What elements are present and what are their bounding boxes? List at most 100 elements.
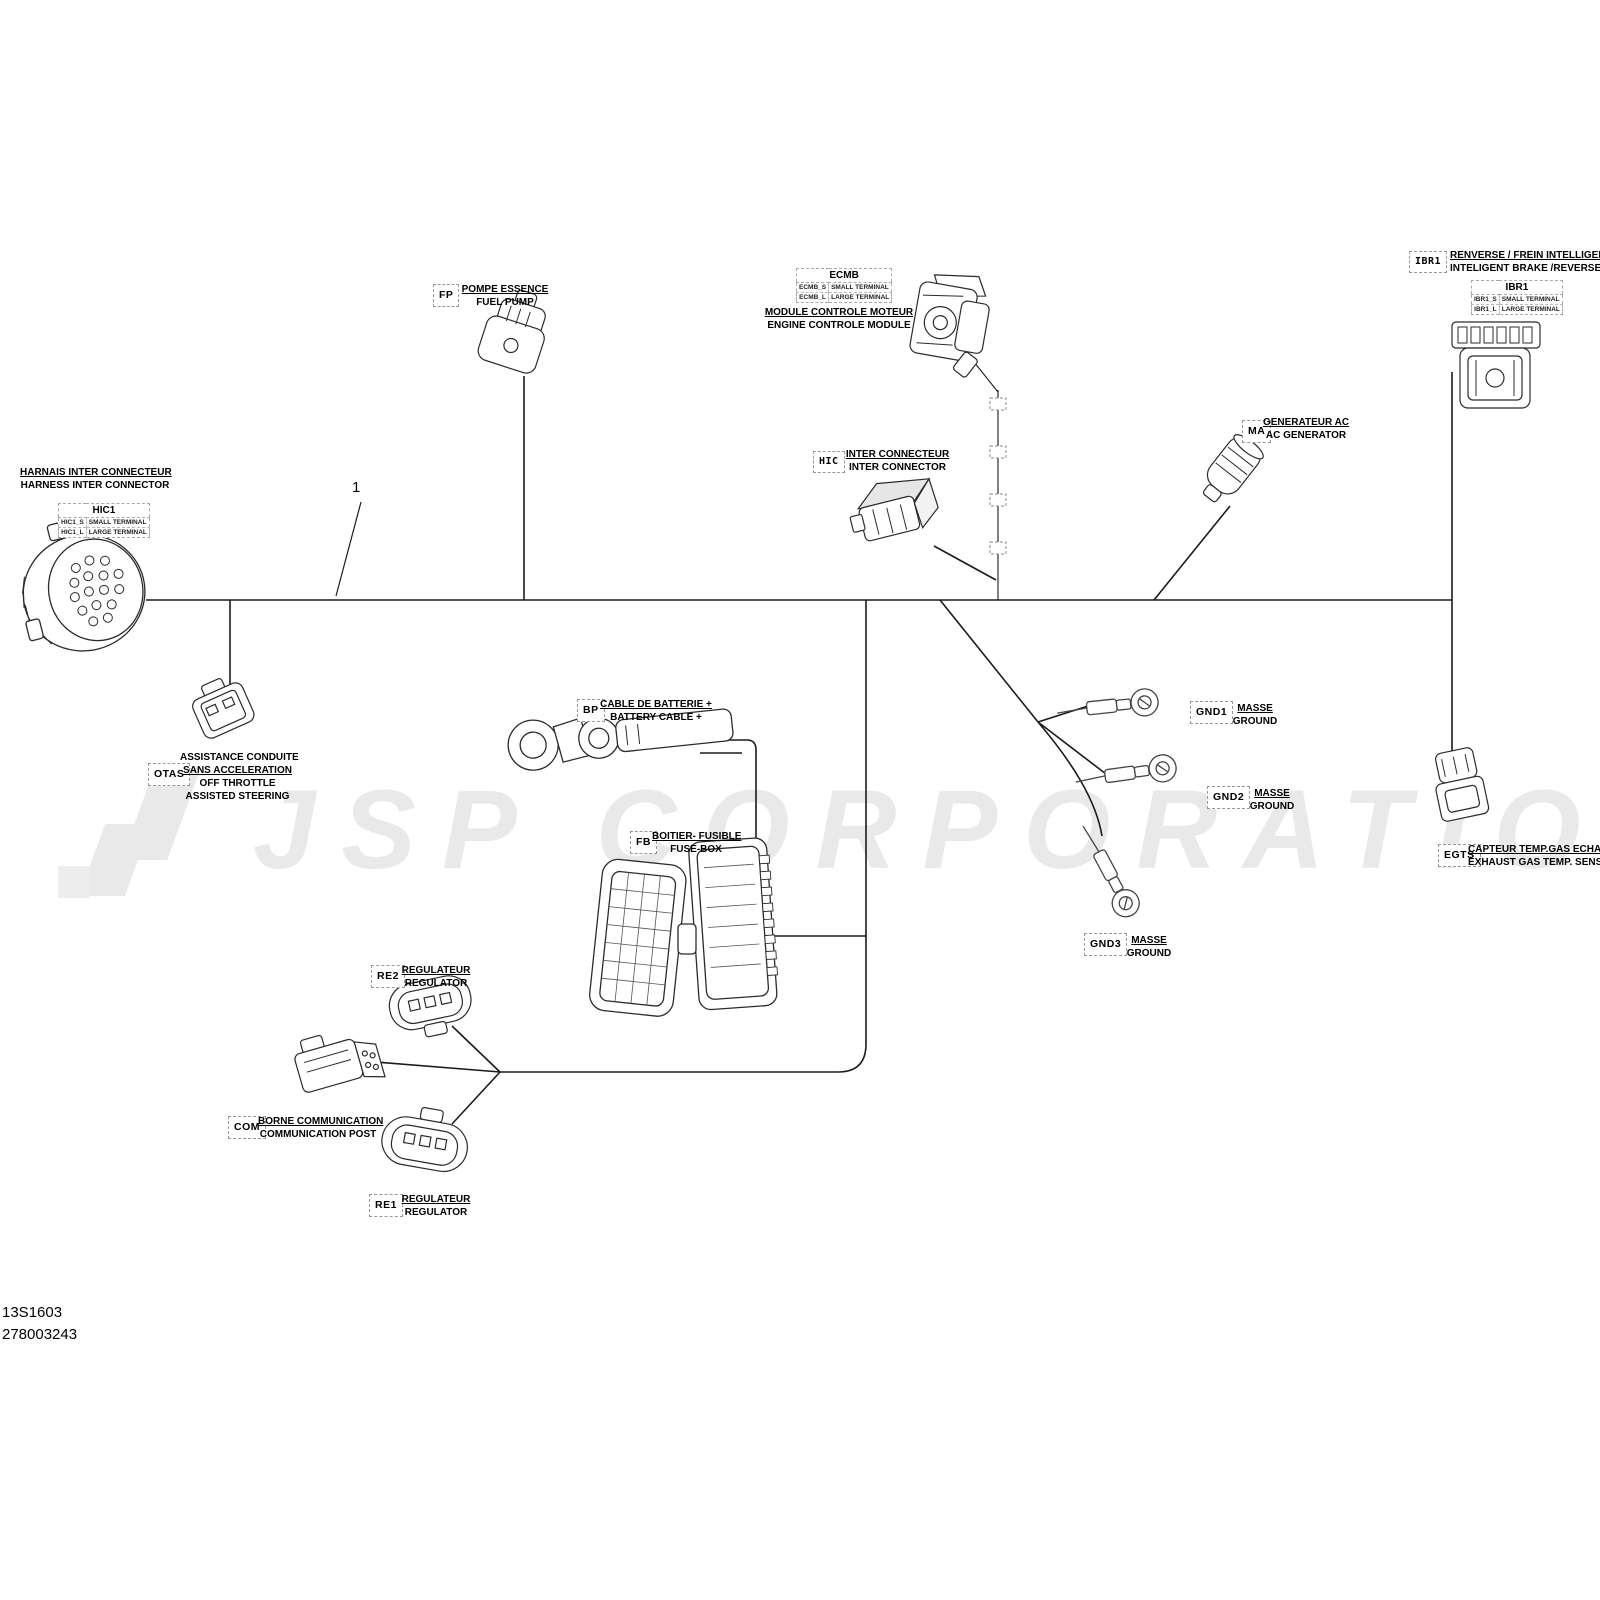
- table-ecmb-cell: LARGE TERMINAL: [828, 292, 892, 303]
- regulator-re2-connector-drawing: [388, 975, 472, 1038]
- regulator-re1-connector-drawing: [381, 1107, 468, 1173]
- label-regulator-re1-en: REGULATOR: [404, 1207, 468, 1218]
- table-ibr1-cell: IBR1_S: [1471, 294, 1500, 305]
- document-numbers: 13S1603 278003243: [2, 1302, 77, 1346]
- label-ground-2: MASSE GROUND: [1247, 787, 1297, 813]
- code-box-com: COM: [228, 1116, 266, 1139]
- label-fuel-pump-en: FUEL PUMP: [476, 297, 534, 308]
- code-box-fb: FB: [630, 831, 657, 854]
- label-fuse-box-fr: BOITIER- FUSIBLE: [652, 831, 742, 842]
- code-box-egts: EGTS: [1438, 844, 1481, 867]
- code-box-gnd2: GND2: [1207, 786, 1251, 809]
- label-engine-control-module-en: ENGINE CONTROLE MODULE: [767, 320, 911, 331]
- fuel-pump-connector-drawing: [477, 289, 546, 374]
- harness-wires: [146, 372, 1453, 1125]
- table-ecmb-cell: SMALL TERMINAL: [828, 282, 892, 293]
- label-otas-en2: ASSISTED STEERING: [185, 791, 290, 802]
- label-engine-control-module-fr: MODULE CONTROLE MOTEUR: [764, 307, 914, 318]
- table-ecmb-cell: ECMB_L: [796, 292, 830, 303]
- table-ecmb-header: ECMB: [796, 268, 892, 283]
- jsp-logo-icon: [52, 766, 227, 906]
- label-harness-inter-connector: HARNAIS INTER CONNECTEUR HARNESS INTER C…: [20, 466, 172, 492]
- terminal-table-ibr1: IBR1 IBR1_S SMALL TERMINAL IBR1_L LARGE …: [1471, 280, 1563, 315]
- label-inter-connector: INTER CONNECTEUR INTER CONNECTOR: [845, 448, 950, 474]
- label-exhaust-gas-temp-sensor: CAPTEUR TEMP.GAS ECHAP. EXHAUST GAS TEMP…: [1468, 843, 1600, 869]
- label-harness-inter-connector-fr: HARNAIS INTER CONNECTEUR: [20, 467, 172, 478]
- code-box-gnd1: GND1: [1190, 701, 1234, 724]
- inter-connector-drawing: [849, 477, 939, 542]
- battery-cable-drawing: [507, 708, 734, 771]
- label-ground-3-fr: MASSE: [1131, 935, 1167, 946]
- ground-lug-gnd3-drawing: [1071, 818, 1145, 923]
- code-box-hic: HIC: [813, 451, 845, 473]
- fuse-box-drawing: [589, 837, 779, 1017]
- code-box-gnd3: GND3: [1084, 933, 1128, 956]
- terminal-table-hic1: HIC1 HIC1_S SMALL TERMINAL HIC1_L LARGE …: [58, 503, 150, 538]
- label-intelligent-brake-en: INTELIGENT BRAKE /REVERSE: [1450, 263, 1600, 274]
- label-harness-inter-connector-en: HARNESS INTER CONNECTOR: [20, 480, 170, 491]
- label-fuse-box-en: FUSE-BOX: [670, 844, 722, 855]
- label-ac-generator-en: AC GENERATOR: [1265, 430, 1347, 441]
- watermark-text: JSP CORPORATION: [253, 767, 1600, 892]
- code-box-ma: MA: [1242, 420, 1272, 443]
- table-ibr1-cell: SMALL TERMINAL: [1499, 294, 1563, 305]
- label-ground-2-fr: MASSE: [1254, 788, 1290, 799]
- label-ac-generator: GENERATEUR AC AC GENERATOR: [1262, 416, 1350, 442]
- table-ibr1-header: IBR1: [1471, 280, 1563, 295]
- label-ground-1-fr: MASSE: [1237, 703, 1273, 714]
- table-ibr1-cell: IBR1_L: [1471, 304, 1500, 315]
- label-ground-2-en: GROUND: [1249, 801, 1295, 812]
- watermark: JSP CORPORATION: [52, 766, 1600, 906]
- callout-leader-line: [335, 501, 362, 597]
- label-inter-connector-en: INTER CONNECTOR: [848, 462, 947, 473]
- harness-inter-connector-drawing: [21, 518, 146, 652]
- table-ecmb-cell: ECMB_S: [796, 282, 830, 293]
- code-box-fp: FP: [433, 284, 460, 307]
- table-hic1-header: HIC1: [58, 503, 150, 518]
- label-intelligent-brake: RENVERSE / FREIN INTELLIGENT INTELIGENT …: [1450, 249, 1600, 275]
- otas-connector-drawing: [192, 678, 255, 739]
- table-hic1-cell: LARGE TERMINAL: [86, 527, 150, 538]
- label-engine-control-module: MODULE CONTROLE MOTEUR ENGINE CONTROLE M…: [758, 306, 920, 332]
- label-exhaust-gas-temp-sensor-en: EXHAUST GAS TEMP. SENSOR: [1468, 857, 1600, 868]
- label-exhaust-gas-temp-sensor-fr: CAPTEUR TEMP.GAS ECHAP.: [1468, 844, 1600, 855]
- terminal-table-ecmb: ECMB ECMB_S SMALL TERMINAL ECMB_L LARGE …: [796, 268, 893, 303]
- table-hic1-cell: SMALL TERMINAL: [86, 517, 150, 528]
- table-hic1-cell: HIC1_L: [58, 527, 87, 538]
- code-box-bp: BP: [577, 699, 605, 722]
- label-otas: ASSISTANCE CONDUITE SANS ACCELERATION OF…: [180, 751, 299, 803]
- label-fuel-pump: POMPE ESSENCE FUEL PUMP: [455, 283, 555, 309]
- ground-lug-gnd2-drawing: [1072, 752, 1179, 795]
- intelligent-brake-connector-drawing: [1451, 321, 1541, 409]
- label-communication-post-en: COMMUNICATION POST: [259, 1129, 377, 1140]
- communication-post-connector-drawing: [294, 1034, 386, 1093]
- label-fuel-pump-fr: POMPE ESSENCE: [461, 284, 549, 295]
- harness-clip-markers: [989, 397, 1007, 555]
- label-regulator-re1: REGULATEUR REGULATOR: [400, 1193, 472, 1219]
- label-fuse-box: BOITIER- FUSIBLE FUSE-BOX: [652, 830, 742, 856]
- label-ground-3-en: GROUND: [1126, 948, 1172, 959]
- label-ground-1-en: GROUND: [1232, 716, 1278, 727]
- exhaust-gas-temp-sensor-connector-drawing: [1435, 747, 1490, 822]
- label-intelligent-brake-fr: RENVERSE / FREIN INTELLIGENT: [1450, 250, 1600, 261]
- label-otas-fr2: SANS ACCELERATION: [183, 765, 292, 776]
- callout-number-1: 1: [352, 479, 361, 496]
- code-box-ibr1: IBR1: [1409, 251, 1448, 273]
- label-regulator-re2-fr: REGULATEUR: [401, 965, 471, 976]
- label-battery-cable-fr: CABLE DE BATTERIE +: [600, 699, 712, 710]
- label-otas-fr1: ASSISTANCE CONDUITE: [180, 752, 299, 763]
- label-ac-generator-fr: GENERATEUR AC: [1262, 417, 1350, 428]
- table-ibr1-cell: LARGE TERMINAL: [1499, 304, 1563, 315]
- label-ground-1: MASSE GROUND: [1230, 702, 1280, 728]
- code-box-re2: RE2: [371, 965, 405, 988]
- label-regulator-re2-en: REGULATOR: [404, 978, 468, 989]
- part-number: 278003243: [2, 1325, 78, 1343]
- code-box-otas: OTAS: [148, 763, 191, 786]
- label-battery-cable-en: BATTERY CABLE +: [610, 712, 702, 723]
- label-inter-connector-fr: INTER CONNECTEUR: [845, 449, 950, 460]
- ground-lug-gnd1-drawing: [1054, 686, 1161, 726]
- label-otas-en1: OFF THROTTLE: [199, 778, 276, 789]
- label-communication-post: BORNE COMMUNICATION COMMUNICATION POST: [258, 1115, 383, 1141]
